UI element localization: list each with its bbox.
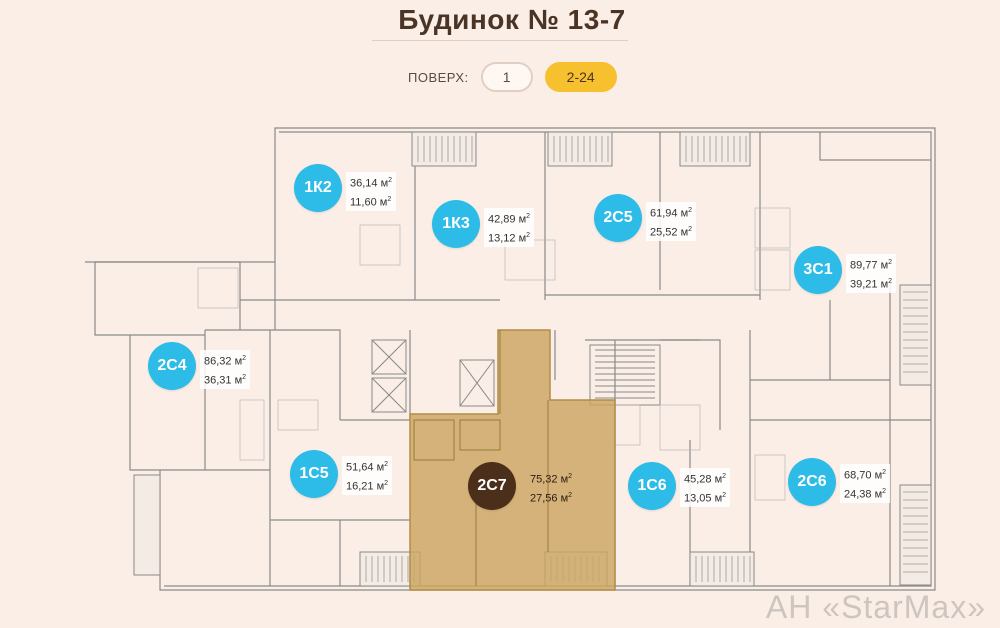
page-title: Будинок № 13-7 <box>398 4 626 35</box>
apartment-areas-2c7: 75,32 м2 27,56 м2 <box>530 473 573 505</box>
apartment-areas-1k3: 42,89 м2 13,12 м2 <box>484 208 535 248</box>
apartment-areas-3c1: 89,77 м2 39,21 м2 <box>846 254 897 294</box>
floor-selector: ПОВЕРХ: 1 2-24 <box>408 60 617 94</box>
apartment-areas-1c6: 45,28 м2 13,05 м2 <box>680 468 731 508</box>
apartment-areas-2c5: 61,94 м2 25,52 м2 <box>646 202 697 242</box>
apartment-areas-1k2: 36,14 м2 11,60 м2 <box>346 172 397 212</box>
apartment-areas-2c4: 86,32 м2 36,31 м2 <box>200 350 251 390</box>
apartment-badge-1k3[interactable]: 1К3 <box>432 200 480 248</box>
floor-button-1[interactable]: 1 <box>480 62 533 92</box>
apartment-areas-2c6: 68,70 м2 24,38 м2 <box>840 464 891 504</box>
selected-apartment-area <box>409 329 616 591</box>
apartment-badge-1c6[interactable]: 1С6 <box>628 462 676 510</box>
apartment-badge-1c5[interactable]: 1С5 <box>290 450 338 498</box>
apartment-badge-2c4[interactable]: 2С4 <box>148 342 196 390</box>
apartment-badge-2c7-selected[interactable]: 2С7 <box>468 462 516 510</box>
apartment-badge-2c6[interactable]: 2С6 <box>788 458 836 506</box>
floor-label: ПОВЕРХ: <box>408 69 469 85</box>
apartment-badge-2c5[interactable]: 2С5 <box>594 194 642 242</box>
floor-button-2-24[interactable]: 2-24 <box>544 62 617 92</box>
apartment-badge-3c1[interactable]: 3С1 <box>794 246 842 294</box>
apartment-badge-1k2[interactable]: 1К2 <box>294 164 342 212</box>
watermark: АН «StarMax» <box>765 589 986 625</box>
title-divider <box>372 40 628 41</box>
apartment-areas-1c5: 51,64 м2 16,21 м2 <box>342 456 393 496</box>
